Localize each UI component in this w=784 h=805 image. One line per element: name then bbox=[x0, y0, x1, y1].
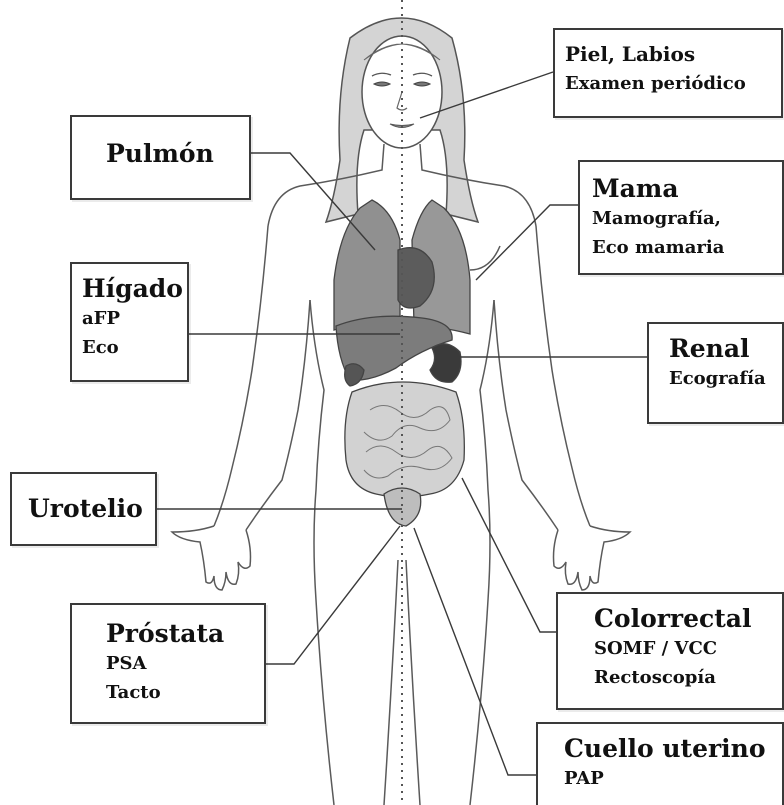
label-pulmon: Pulmón bbox=[70, 115, 251, 200]
label-renal-title: Renal bbox=[669, 334, 782, 364]
label-mama: Mama Mamografía, Eco mamaria bbox=[578, 160, 784, 275]
eye-right bbox=[414, 82, 430, 86]
leader-colorrectal bbox=[462, 478, 556, 632]
label-higado-line2: Eco bbox=[82, 333, 187, 362]
kidney-small-shape bbox=[345, 364, 364, 386]
label-higado: Hígado aFP Eco bbox=[70, 262, 189, 382]
label-prostata-title: Próstata bbox=[106, 619, 264, 649]
label-urotelio-title: Urotelio bbox=[28, 494, 155, 524]
leader-cuello bbox=[414, 528, 536, 775]
label-prostata-line2: Tacto bbox=[106, 678, 264, 707]
label-piel: Piel, Labios Examen periódico bbox=[553, 28, 783, 118]
leader-prostata bbox=[266, 526, 400, 664]
label-higado-line1: aFP bbox=[82, 304, 187, 333]
lung-left-shape bbox=[334, 200, 400, 330]
label-cuello: Cuello uterino PAP bbox=[536, 722, 784, 805]
label-piel-line1: Examen periódico bbox=[565, 69, 781, 98]
label-colorrectal-line2: Rectoscopía bbox=[594, 663, 782, 692]
kidney-shape bbox=[430, 344, 461, 382]
label-urotelio: Urotelio bbox=[10, 472, 157, 546]
leader-mama bbox=[476, 205, 578, 280]
eye-left bbox=[374, 82, 390, 86]
label-pulmon-title: Pulmón bbox=[106, 139, 249, 169]
label-renal-line1: Ecografía bbox=[669, 364, 782, 393]
intestine-shape bbox=[345, 382, 464, 497]
label-prostata: Próstata PSA Tacto bbox=[70, 603, 266, 724]
label-piel-title: Piel, Labios bbox=[565, 40, 781, 69]
label-mama-line2: Eco mamaria bbox=[592, 233, 782, 262]
label-colorrectal-title: Colorrectal bbox=[594, 604, 782, 634]
bladder-shape bbox=[384, 488, 421, 526]
label-cuello-title: Cuello uterino bbox=[564, 734, 782, 764]
label-colorrectal: Colorrectal SOMF / VCC Rectoscopía bbox=[556, 592, 784, 710]
label-higado-title: Hígado bbox=[82, 274, 187, 304]
label-mama-title: Mama bbox=[592, 174, 782, 204]
label-cuello-line1: PAP bbox=[564, 764, 782, 793]
label-renal: Renal Ecografía bbox=[647, 322, 784, 424]
label-prostata-line1: PSA bbox=[106, 649, 264, 678]
label-mama-line1: Mamografía, bbox=[592, 204, 782, 233]
label-colorrectal-line1: SOMF / VCC bbox=[594, 634, 782, 663]
